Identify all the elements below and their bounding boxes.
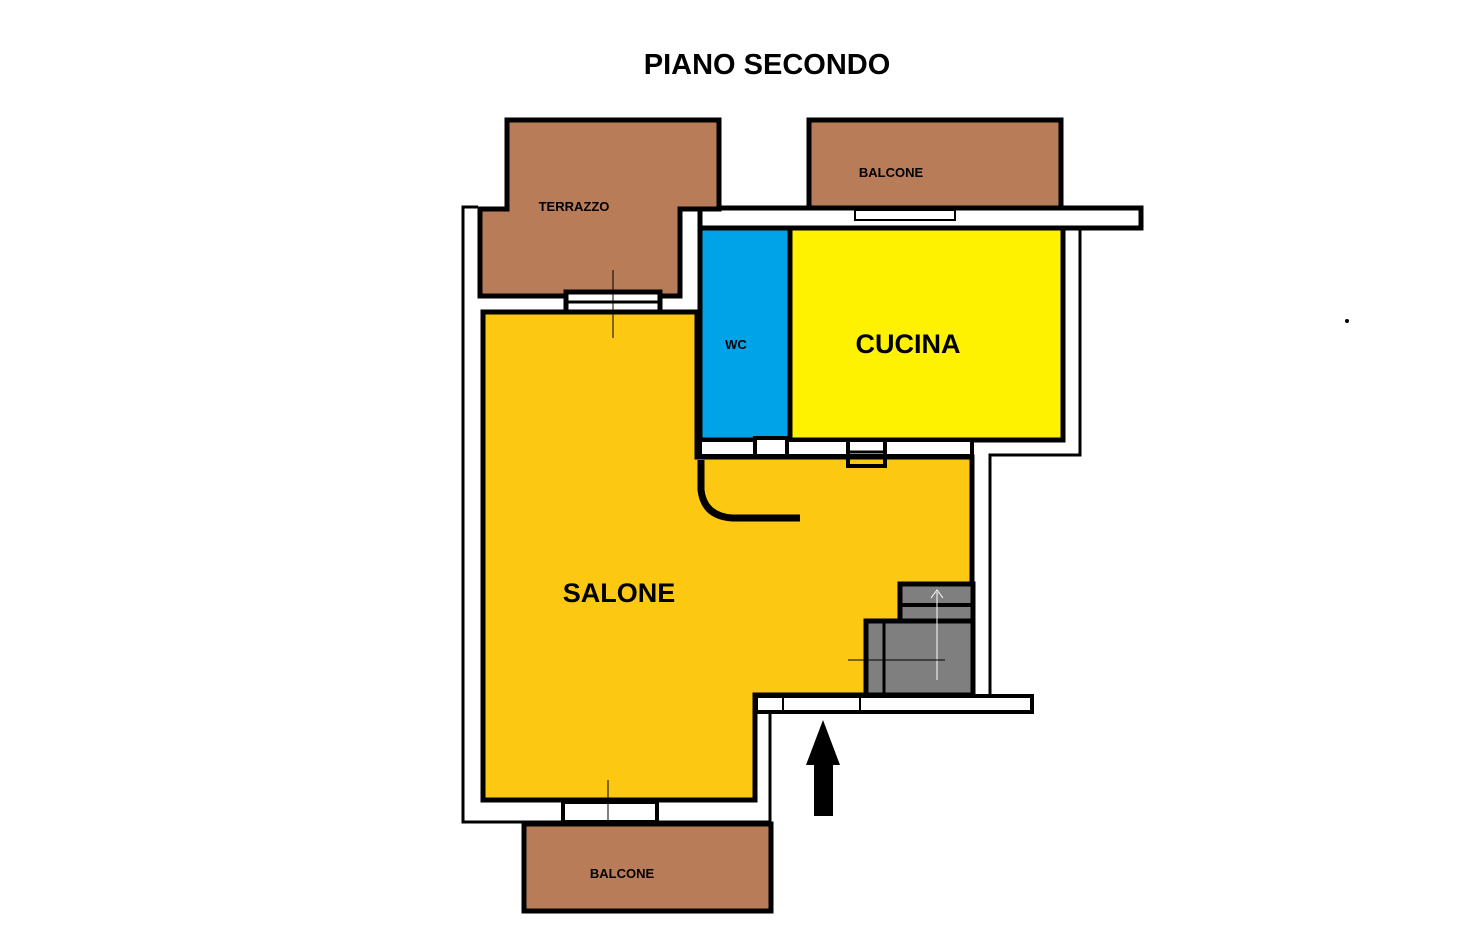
balcone-bottom-label: BALCONE: [590, 866, 655, 881]
plan-title: PIANO SECONDO: [644, 49, 891, 81]
cucina-window: [854, 209, 956, 221]
balcone-top-label: BALCONE: [859, 165, 924, 180]
cucina-label: CUCINA: [856, 329, 961, 359]
balcone-door: [561, 800, 659, 824]
wc-door: [753, 436, 789, 458]
internal-wall: [698, 438, 974, 458]
wc-room: [697, 225, 793, 443]
wc-label: WC: [725, 337, 747, 352]
terrazzo-room: [477, 117, 722, 299]
entrance-arrow-icon: [806, 720, 840, 816]
stairs: [848, 581, 976, 698]
cucina-room: [787, 225, 1066, 443]
salone-label: SALONE: [563, 578, 676, 608]
terrazzo-label: TERRAZZO: [539, 199, 610, 214]
balcone-top-room: [806, 117, 1064, 211]
bottom-wall: [754, 694, 1034, 714]
outer-walls: [461, 205, 1082, 824]
curved-partition: [697, 460, 800, 522]
balcone-bottom-room: [521, 821, 774, 914]
stray-dot: [1345, 319, 1349, 323]
